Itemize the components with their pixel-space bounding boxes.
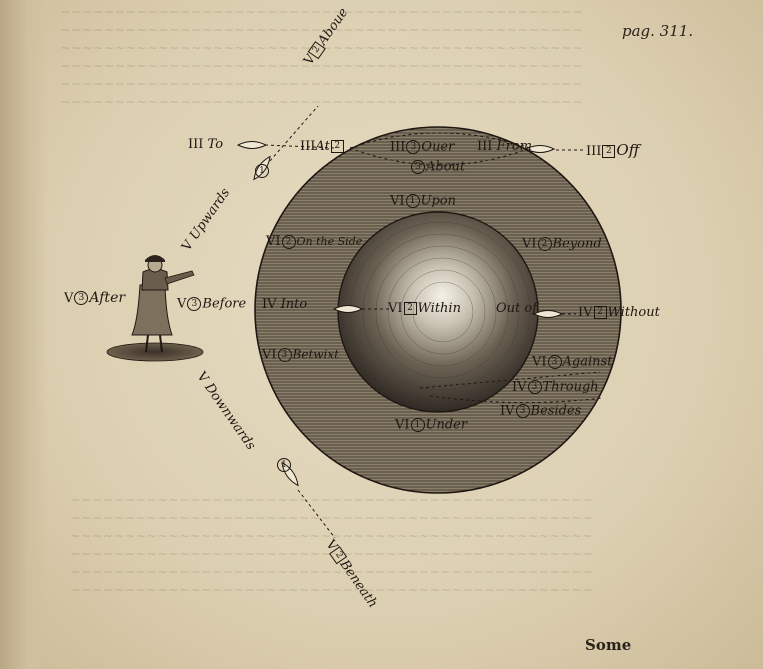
label-mark-1-downwards: 1 xyxy=(276,458,292,472)
about-arc xyxy=(349,147,531,166)
pointer-marker-to xyxy=(236,141,268,149)
through-arc xyxy=(419,371,601,389)
page-gutter-shadow xyxy=(0,0,48,669)
ouer-arc xyxy=(349,132,531,149)
upwards-line xyxy=(261,105,319,171)
label-out-of: Out of xyxy=(496,301,538,316)
bleed-through-text-lower: ~~~~~~~~~~~~~~~~~~~~~~~~~~~~~~~~~~~~~~~~… xyxy=(70,493,593,598)
pointer-marker-into xyxy=(332,305,364,313)
besides-arc xyxy=(429,395,603,404)
page-number: pag. 311. xyxy=(622,22,694,40)
label-into: IV Into xyxy=(262,297,308,312)
downwards-line xyxy=(297,489,336,539)
label-mark-1-upwards: 1 xyxy=(254,164,270,178)
bleed-through-text: ~~~~~~~~~~~~~~~~~~~~~~~~~~~~~~~~~~~~~~~~… xyxy=(60,5,583,110)
label-to: III To xyxy=(188,137,224,152)
label-from: III From xyxy=(477,139,532,154)
catchword: Some xyxy=(585,636,632,654)
pointer-marker-from xyxy=(524,145,556,153)
pointer-marker-out-of xyxy=(532,310,564,318)
standing-man-figure xyxy=(106,255,204,362)
